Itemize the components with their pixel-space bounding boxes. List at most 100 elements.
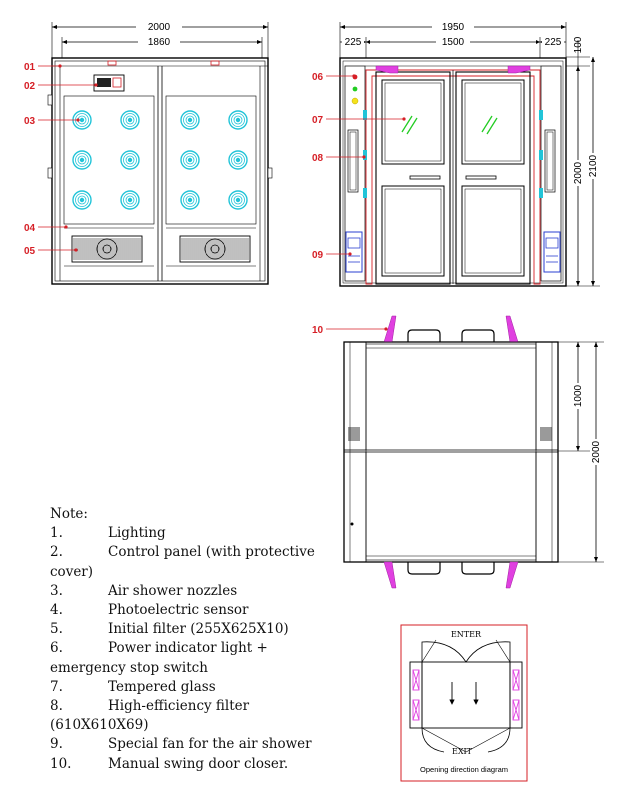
- note-text: Tempered glass: [108, 678, 216, 695]
- note-item: 6. Power indicator light +: [50, 639, 350, 658]
- note-number: 4.: [50, 602, 63, 619]
- note-text: Lighting: [108, 525, 166, 542]
- side-dim-height-total: 2100: [588, 154, 599, 177]
- note-item: 3.Air shower nozzles: [50, 582, 350, 601]
- callout-10: 10: [312, 325, 324, 336]
- nozzle-ring: [180, 150, 200, 170]
- nozzle-ring: [127, 117, 133, 123]
- callouts-right: 06 07 08 09: [312, 72, 406, 261]
- nozzle-ring: [231, 193, 245, 207]
- note-item: 9. Special fan for the air shower: [50, 735, 350, 754]
- nozzle-ring: [75, 193, 89, 207]
- side-dim-overall: 1950: [442, 22, 465, 33]
- nozzle-ring: [183, 193, 197, 207]
- front-dim-overall: 2000: [148, 22, 171, 33]
- nozzle-ring: [233, 115, 243, 125]
- note-text: Photoelectric sensor: [108, 602, 249, 619]
- callout-08: 08: [312, 153, 324, 164]
- note-number: 2.: [50, 544, 63, 561]
- side-dim-mid: 1500: [442, 37, 465, 48]
- nozzle-ring: [233, 195, 243, 205]
- diagram-exit-label: EXIT: [452, 747, 473, 756]
- note-text-continued: (610X610X69): [50, 717, 149, 734]
- note-item: 7. Tempered glass: [50, 678, 350, 697]
- callout-01: 01: [24, 62, 36, 73]
- nozzle-ring: [183, 153, 197, 167]
- nozzle-ring: [72, 190, 92, 210]
- note-item: 1. Lighting: [50, 524, 350, 543]
- front-view: 2000 1860: [47, 21, 273, 285]
- note-number: 10.: [50, 755, 72, 772]
- callout-03: 03: [24, 116, 36, 127]
- diagram-enter-label: ENTER: [451, 630, 482, 639]
- nozzle-ring: [79, 197, 85, 203]
- note-item: 2. Control panel (with protective: [50, 543, 350, 562]
- nozzle-ring: [228, 150, 248, 170]
- front-dim-inner: 1860: [148, 37, 171, 48]
- notes-list: Note: 1. Lighting 2. Control panel (with pr…: [50, 505, 350, 774]
- shower-fan-left: [345, 231, 363, 273]
- callout-06: 06: [312, 72, 324, 83]
- nozzle-ring: [187, 197, 193, 203]
- note-text: Special fan for the air shower: [108, 736, 312, 753]
- note-number: 6.: [50, 640, 63, 657]
- nozzle-ring: [187, 157, 193, 163]
- note-number: 1.: [50, 525, 63, 542]
- note-item: 10. Manual swing door closer.: [50, 755, 350, 774]
- note-text: High-efficiency filter: [108, 698, 250, 715]
- note-text: Air shower nozzles: [108, 582, 238, 599]
- top-view: 10: [312, 315, 604, 589]
- nozzle-ring: [180, 110, 200, 130]
- note-number: 7.: [50, 678, 63, 695]
- nozzle-ring: [125, 195, 135, 205]
- nozzle-ring: [120, 110, 140, 130]
- side-dim-right: 225: [545, 37, 562, 48]
- note-item: 8. High-efficiency filter: [50, 697, 350, 716]
- nozzle-ring: [72, 150, 92, 170]
- nozzle-ring: [228, 190, 248, 210]
- nozzle-ring: [123, 193, 137, 207]
- nozzle-ring: [185, 195, 195, 205]
- notes-title: Note:: [50, 506, 88, 522]
- nozzle-ring: [231, 113, 245, 127]
- nozzle-ring: [77, 195, 87, 205]
- nozzle-ring: [79, 157, 85, 163]
- high-efficiency-filter-strips: [363, 110, 543, 198]
- nozzle-ring: [187, 117, 193, 123]
- diagram-caption: Opening direction diagram: [420, 765, 508, 774]
- note-number: 9.: [50, 736, 63, 753]
- nozzle-ring: [125, 155, 135, 165]
- nozzle-ring: [233, 155, 243, 165]
- note-text-continued: emergency stop switch: [50, 659, 208, 676]
- nozzle-ring: [235, 117, 241, 123]
- note-text: Initial filter (255X625X10): [108, 621, 289, 638]
- callout-05: 05: [24, 246, 36, 257]
- nozzle-ring: [75, 153, 89, 167]
- nozzle-ring: [180, 190, 200, 210]
- initial-filter-right: [179, 235, 251, 263]
- air-shower-nozzles: [72, 110, 248, 210]
- tempered-glass-mark: [401, 115, 498, 135]
- door-view: 1950 225 1500 225 100 2000 2100: [339, 21, 600, 287]
- callout-09: 09: [312, 250, 324, 261]
- nozzle-ring: [79, 117, 85, 123]
- initial-filter-left: [71, 235, 143, 263]
- side-dim-top: 100: [573, 36, 584, 53]
- note-text: Power indicator light +: [108, 640, 268, 657]
- nozzle-ring: [231, 153, 245, 167]
- nozzle-ring: [120, 150, 140, 170]
- nozzle-ring: [185, 115, 195, 125]
- nozzle-ring: [77, 155, 87, 165]
- callout-02: 02: [24, 81, 36, 92]
- nozzle-ring: [185, 155, 195, 165]
- note-number: 8.: [50, 698, 63, 715]
- top-dim-depth: 2000: [591, 440, 602, 463]
- nozzle-ring: [228, 110, 248, 130]
- note-text-continued: cover): [50, 563, 94, 580]
- note-text: Control panel (with protective: [108, 544, 315, 561]
- callout-07: 07: [312, 115, 324, 126]
- nozzle-ring: [120, 190, 140, 210]
- note-text: Manual swing door closer.: [108, 755, 289, 772]
- door-closer-top: [375, 65, 531, 74]
- opening-direction-diagram: ENTER EXIT Opening direction diagram: [400, 624, 528, 782]
